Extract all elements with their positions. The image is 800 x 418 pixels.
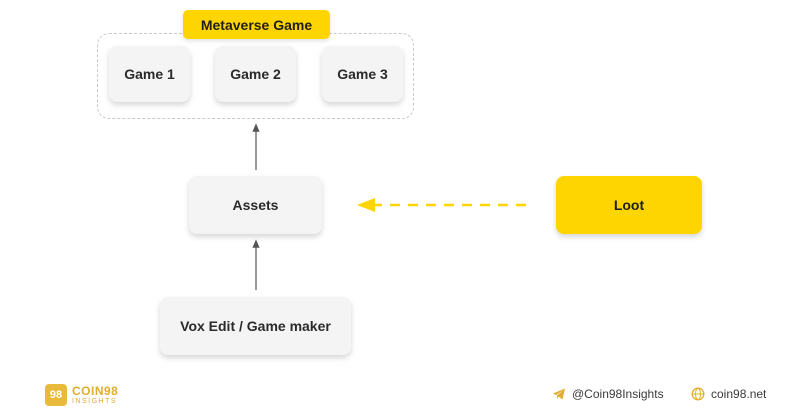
logo-brand-text: COIN98 <box>72 384 119 398</box>
game-3-node: Game 3 <box>322 46 403 102</box>
coin98-logo-mark: 98 <box>45 384 67 406</box>
game-2-node: Game 2 <box>215 46 296 102</box>
coin98-logo: 98 COIN98 INSIGHTS <box>45 383 118 407</box>
vox-edit-node: Vox Edit / Game maker <box>160 297 351 355</box>
website-link[interactable]: coin98.net <box>691 385 766 403</box>
loot-node: Loot <box>556 176 702 234</box>
telegram-handle-text: @Coin98Insights <box>572 387 664 401</box>
assets-node: Assets <box>189 176 322 234</box>
game-1-node: Game 1 <box>109 46 190 102</box>
telegram-icon <box>553 388 565 400</box>
metaverse-game-title: Metaverse Game <box>183 10 330 39</box>
logo-sub-text: INSIGHTS <box>72 398 118 405</box>
telegram-handle[interactable]: @Coin98Insights <box>552 385 664 403</box>
globe-icon <box>691 387 705 401</box>
arrow-loot-to-assets-head <box>357 198 375 212</box>
website-text: coin98.net <box>711 387 767 401</box>
